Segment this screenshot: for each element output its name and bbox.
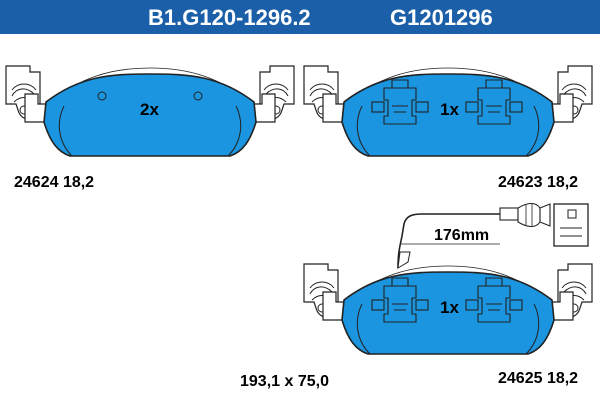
sensor-length-label: 176mm: [434, 227, 489, 244]
wear-sensor: [397, 202, 589, 269]
pad-quantity-label: 1x: [440, 100, 459, 119]
pad-quantity-label: 1x: [440, 298, 459, 317]
dimensions-label: 193,1 x 75,0: [240, 373, 329, 390]
product-code: B1.G120-1296.2: [148, 5, 311, 30]
part-number-label: 24625 18,2: [498, 370, 578, 387]
header-bar: B1.G120-1296.2 G1201296: [0, 0, 600, 34]
part-number-label: 24624 18,2: [14, 174, 94, 191]
pad-quantity-label: 2x: [140, 100, 159, 119]
part-number-label: 24623 18,2: [498, 174, 578, 191]
pad-outline-24624: [5, 65, 295, 157]
article-number: G1201296: [390, 5, 493, 30]
